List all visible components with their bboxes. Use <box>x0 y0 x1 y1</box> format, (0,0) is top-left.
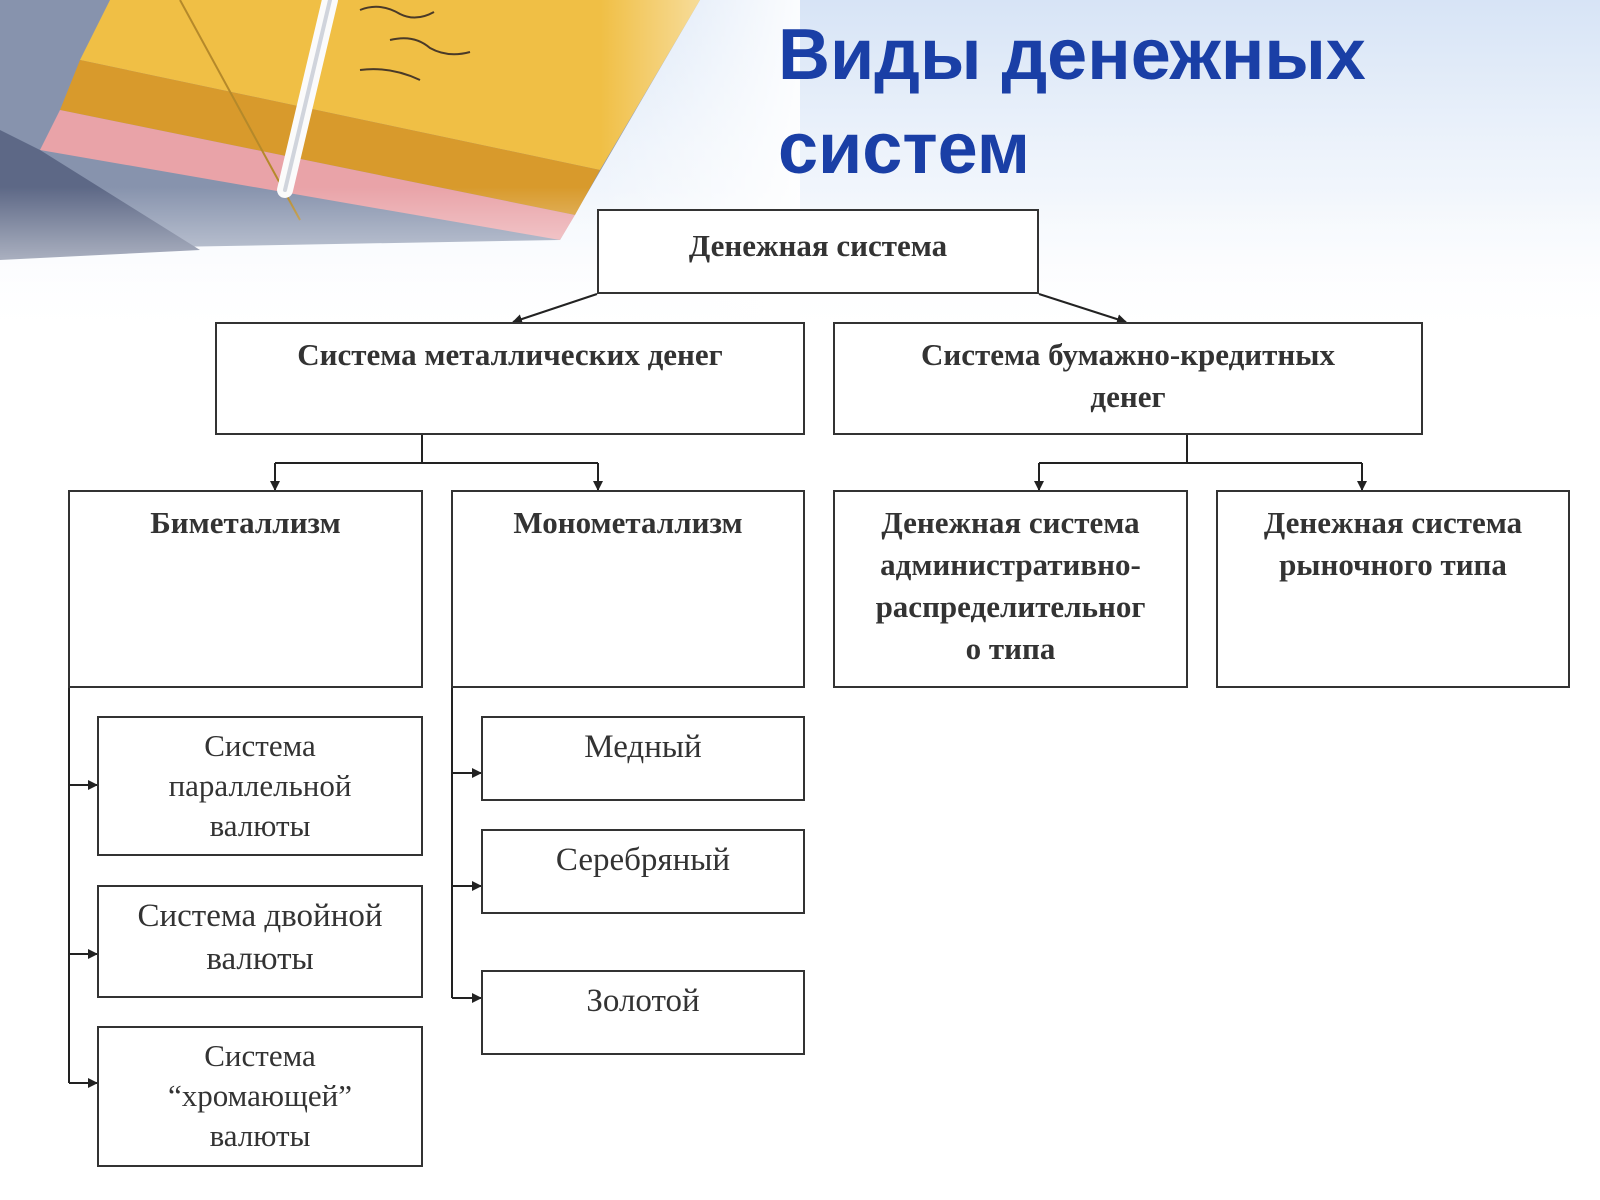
node-money-system: Денежная система <box>597 209 1039 294</box>
node-market-system: Денежная система рыночного типа <box>1216 490 1570 688</box>
node-double-currency-line-2: валюты <box>206 941 314 977</box>
node-gold-label: Золотой <box>586 983 700 1019</box>
node-copper-label: Медный <box>584 729 702 765</box>
node-admin-label-line-1: Денежная система <box>881 505 1140 540</box>
node-double-currency-line-1: Система двойной <box>137 898 383 934</box>
node-parallel-currency-line-2: параллельной <box>168 768 352 803</box>
node-admin-label-line-4: о типа <box>965 631 1056 666</box>
title-line-2: систем <box>778 109 1030 189</box>
node-double-currency: Система двойной валюты <box>97 885 423 998</box>
node-silver: Серебряный <box>481 829 805 914</box>
node-admin-label-line-2: административно- <box>880 547 1141 582</box>
node-parallel-currency-line-3: валюты <box>209 808 311 843</box>
connector-root-paper <box>1038 293 1127 325</box>
book-pen-photo-icon <box>0 0 1600 340</box>
node-paper-credit-label-line-2: денег <box>1090 379 1166 414</box>
node-paper-credit-label-line-1: Система бумажно-кредитных <box>921 337 1335 372</box>
node-gold: Золотой <box>481 970 805 1055</box>
node-metal-money-label: Система металлических денег <box>297 337 723 372</box>
node-limping-currency-line-1: Система <box>204 1038 316 1073</box>
node-paper-credit-system: Система бумажно-кредитных денег <box>833 322 1423 435</box>
node-limping-currency-line-2: “хромающей” <box>168 1078 352 1113</box>
node-parallel-currency-line-1: Система <box>204 728 316 763</box>
node-bimetallism-label: Биметаллизм <box>150 505 341 540</box>
node-admin-label-line-3: распределительног <box>875 589 1146 624</box>
connector-root-metal <box>512 293 598 324</box>
node-copper: Медный <box>481 716 805 801</box>
node-market-label-line-1: Денежная система <box>1263 505 1523 540</box>
node-metal-money-system: Система металлических денег <box>215 322 805 435</box>
node-parallel-currency: Система параллельной валюты <box>97 716 423 856</box>
node-silver-label: Серебряный <box>555 842 731 878</box>
page-title: Виды денежных систем <box>778 8 1578 196</box>
node-limping-currency: Система “хромающей” валюты <box>97 1026 423 1167</box>
title-line-1: Виды денежных <box>778 15 1366 95</box>
node-admin-distribution-system: Денежная система административно- распре… <box>833 490 1188 688</box>
node-money-system-label: Денежная система <box>688 228 948 263</box>
node-bimetallism: Биметаллизм <box>68 490 423 688</box>
node-market-label-line-2: рыночного типа <box>1279 547 1507 582</box>
node-limping-currency-line-3: валюты <box>209 1118 311 1153</box>
node-monometallism: Монометаллизм <box>451 490 805 688</box>
node-monometallism-label: Монометаллизм <box>513 505 743 540</box>
